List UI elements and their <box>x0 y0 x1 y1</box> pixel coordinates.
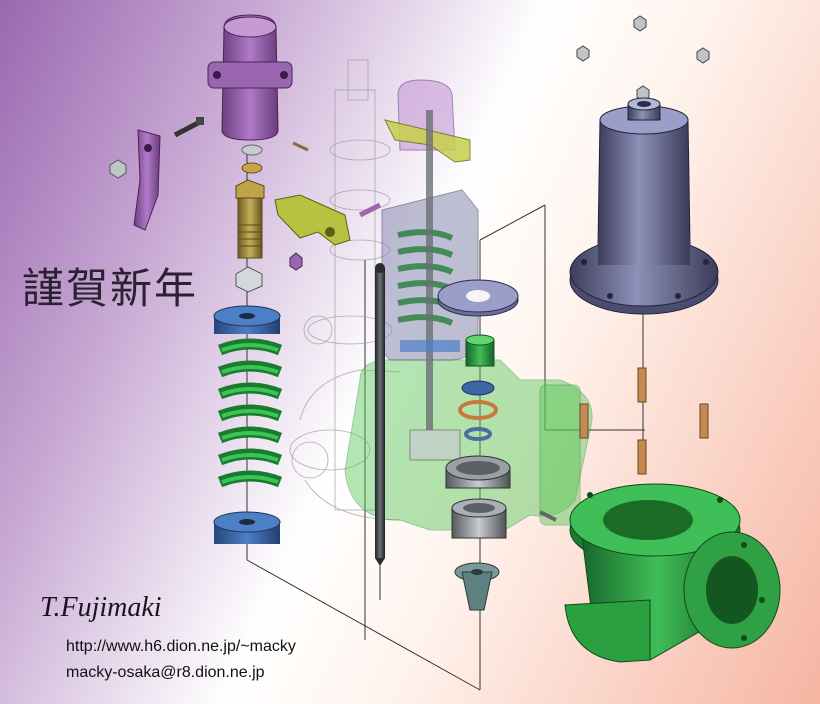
hex-nut <box>235 266 263 293</box>
threaded-seat-part <box>451 498 507 539</box>
knurled-ring-part <box>445 455 511 489</box>
valve-stem-part <box>375 263 385 566</box>
homepage-url: http://www.h6.dion.ne.jp/~macky <box>66 638 296 655</box>
lever-part <box>133 129 161 231</box>
disc-holder-part <box>454 562 500 611</box>
gasket-ring <box>458 400 498 420</box>
bonnet-cap-part <box>207 14 293 141</box>
lower-spring-seat <box>213 511 281 544</box>
stud-bolts <box>579 367 709 475</box>
upper-spring-seat <box>213 305 281 334</box>
guide-flange-part <box>437 279 519 317</box>
author-name: T.Fujimaki <box>40 592 162 623</box>
spindle-part <box>235 179 265 259</box>
wireframe-valve <box>289 59 401 521</box>
valve-cross-section <box>344 79 593 531</box>
spring-housing-part <box>569 97 719 315</box>
email-address: macky-osaka@r8.dion.ne.jp <box>66 664 265 681</box>
green-bushing-part <box>465 334 495 367</box>
blue-washer <box>461 380 495 396</box>
small-hardware <box>109 15 710 522</box>
small-ring <box>464 427 492 441</box>
greeting-text: 謹賀新年 <box>22 264 199 313</box>
yoke-part <box>274 194 382 246</box>
valve-body-part <box>564 483 781 663</box>
